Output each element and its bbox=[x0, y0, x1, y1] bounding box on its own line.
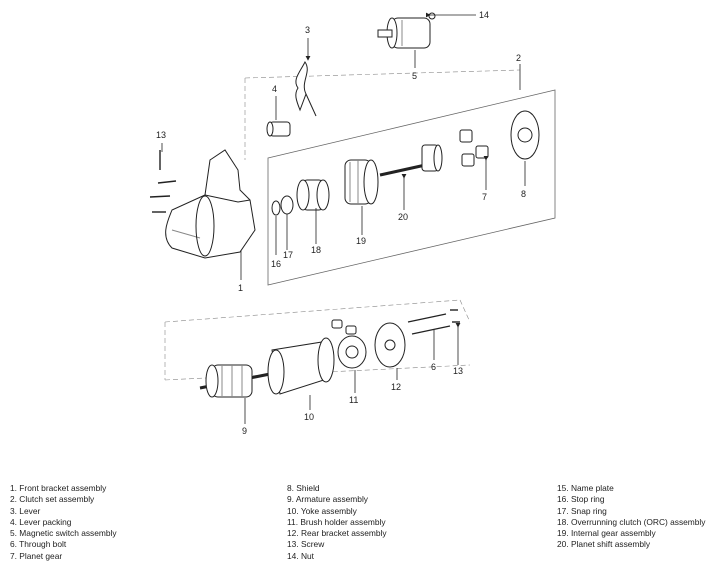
legend-item: 6. Through bolt bbox=[10, 539, 67, 550]
callout-12: 12 bbox=[391, 382, 401, 392]
brush-holder-part bbox=[331, 319, 367, 369]
legend-item: 17. Snap ring bbox=[557, 505, 607, 516]
armature-part bbox=[199, 364, 271, 398]
callout-10: 10 bbox=[304, 412, 314, 422]
legend-item: 15. Name plate bbox=[557, 483, 614, 493]
legend-item: 14. Nut bbox=[287, 550, 315, 561]
shield-part bbox=[510, 110, 540, 160]
legend-item: 7. Planet gear bbox=[10, 550, 63, 561]
legend-item: 9. Armature assembly bbox=[287, 494, 368, 505]
callout-8: 8 bbox=[521, 189, 526, 199]
callout-13-upper: 13 bbox=[156, 130, 166, 140]
lever-packing-part bbox=[266, 121, 291, 137]
callout-6: 6 bbox=[431, 362, 436, 372]
legend-column-3: 15. Name plate 16. Stop ring 17. Snap ri… bbox=[557, 483, 705, 551]
legend-item: 2. Clutch set assembly bbox=[10, 494, 95, 505]
callout-18: 18 bbox=[311, 245, 321, 255]
magnetic-switch-part bbox=[377, 12, 436, 49]
callout-7: 7 bbox=[482, 192, 487, 202]
legend-item: 20. Planet shift assembly bbox=[557, 539, 651, 550]
legend-item: 3. Lever bbox=[10, 505, 41, 516]
front-screws-part bbox=[149, 150, 177, 213]
callout-1: 1 bbox=[238, 283, 243, 293]
legend-item: 19. Internal gear assembly bbox=[557, 528, 656, 539]
upper-assembly-frame bbox=[267, 89, 556, 286]
legend-item: 8. Shield bbox=[287, 483, 320, 493]
callout-16: 16 bbox=[271, 259, 281, 269]
rear-screws-part bbox=[450, 309, 460, 323]
legend-item: 12. Rear bracket assembly bbox=[287, 528, 387, 539]
callout-2: 2 bbox=[516, 53, 521, 63]
through-bolts-part bbox=[407, 313, 451, 335]
planet-shaft-part bbox=[379, 144, 443, 177]
stop-ring-part bbox=[271, 200, 281, 216]
callout-13-lower: 13 bbox=[453, 366, 463, 376]
legend-item: 1. Front bracket assembly bbox=[10, 483, 107, 493]
planet-gears-part bbox=[459, 129, 489, 167]
legend-item: 13. Screw bbox=[287, 539, 325, 550]
rear-bracket-part bbox=[374, 322, 406, 368]
callout-17: 17 bbox=[283, 250, 293, 260]
legend-item: 4. Lever packing bbox=[10, 516, 72, 527]
front-bracket-part bbox=[165, 149, 256, 259]
callout-20: 20 bbox=[398, 212, 408, 222]
leader-lines bbox=[161, 12, 526, 424]
callout-11: 11 bbox=[349, 395, 358, 405]
yoke-part bbox=[267, 337, 335, 395]
internal-gear-part bbox=[344, 159, 379, 205]
legend-column-2: 8. Shield 9. Armature assembly 10. Yoke … bbox=[287, 483, 387, 562]
overrunning-clutch-part bbox=[296, 179, 330, 211]
legend-column-1: 1. Front bracket assembly 2. Clutch set … bbox=[10, 483, 117, 562]
legend-item: 16. Stop ring bbox=[557, 494, 605, 505]
snap-ring-part bbox=[280, 195, 294, 215]
callout-4: 4 bbox=[272, 84, 277, 94]
callout-9: 9 bbox=[242, 426, 247, 436]
callout-19: 19 bbox=[356, 236, 366, 246]
legend-item: 5. Magnetic switch assembly bbox=[10, 528, 117, 539]
starter-motor-exploded-diagram: 14 3 5 2 4 13 1 16 17 18 19 20 7 8 9 10 … bbox=[149, 10, 556, 436]
parts-legend: 1. Front bracket assembly 2. Clutch set … bbox=[0, 483, 706, 568]
callout-5: 5 bbox=[412, 71, 417, 81]
legend-item: 11. Brush holder assembly bbox=[287, 516, 386, 527]
callout-14: 14 bbox=[479, 10, 489, 20]
callout-3: 3 bbox=[305, 25, 310, 35]
legend-item: 18. Overrunning clutch (ORC) assembly bbox=[557, 516, 706, 527]
legend-item: 10. Yoke assembly bbox=[287, 505, 357, 516]
lever-part bbox=[295, 61, 317, 117]
